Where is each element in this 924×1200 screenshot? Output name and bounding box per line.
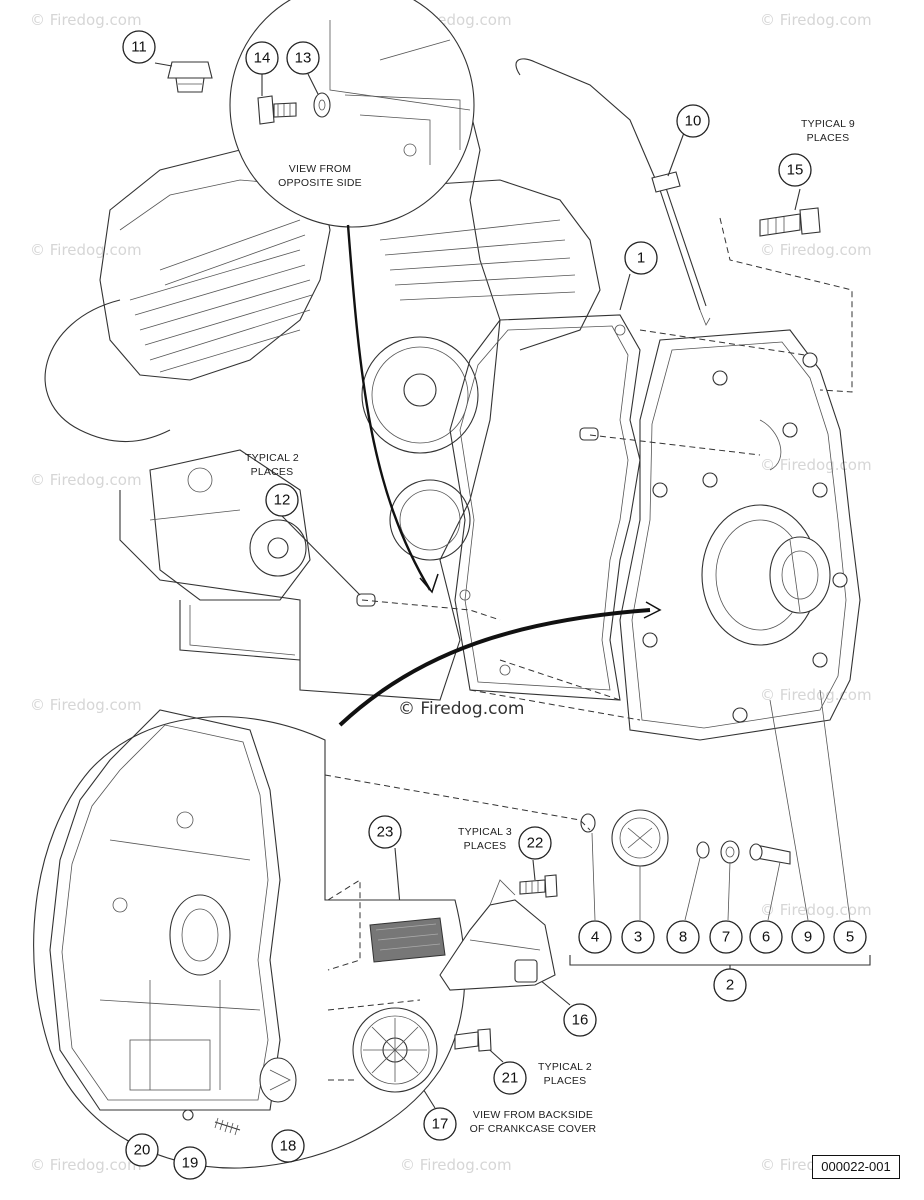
note-typical3-2: PLACES [464, 840, 507, 852]
callout-13-label: 13 [295, 50, 312, 67]
callout-18-label: 18 [280, 1138, 297, 1155]
dipstick [515, 58, 711, 326]
callout-16: 16 [563, 1003, 597, 1037]
check-ball [182, 1109, 194, 1121]
callout-15: 15 [778, 153, 812, 187]
callout-2: 2 [713, 968, 747, 1002]
callout-14-label: 14 [254, 50, 271, 67]
note-typical3-1: TYPICAL 3 [458, 826, 512, 838]
note-typical2-bottom-1: TYPICAL 2 [538, 1061, 592, 1073]
callout-10: 10 [676, 104, 710, 138]
callout-17-label: 17 [432, 1116, 449, 1133]
callout-12-label: 12 [274, 492, 291, 509]
callout-9: 9 [791, 920, 825, 954]
note-view-opposite-1: VIEW FROM [289, 163, 351, 175]
callout-4-label: 4 [591, 929, 599, 946]
callout-6: 6 [749, 920, 783, 954]
note-view-opposite-2: OPPOSITE SIDE [278, 177, 362, 189]
flange-bolt-15 [719, 207, 853, 393]
oil-pump-gear [328, 1007, 438, 1093]
engine-block [44, 109, 601, 701]
callout-23-label: 23 [377, 824, 394, 841]
callout-21-label: 21 [502, 1070, 519, 1087]
governor-assembly [324, 689, 871, 970]
callout-11-label: 11 [131, 39, 147, 56]
callout-5-label: 5 [846, 929, 854, 946]
callout-9-label: 9 [804, 929, 812, 946]
figure-id: 000022-001 [812, 1155, 900, 1179]
callout-1-label: 1 [637, 250, 645, 267]
callout-23: 23 [368, 815, 402, 849]
governor-cover [327, 879, 556, 1011]
pump-rotor [259, 1057, 297, 1103]
watermark: © Firedog.com [30, 241, 142, 259]
dowel-pins [356, 427, 599, 607]
note-typical2-top-1: TYPICAL 2 [245, 452, 299, 464]
watermark: © Firedog.com [400, 1156, 512, 1174]
callout-15-label: 15 [787, 162, 804, 179]
callout-3: 3 [621, 920, 655, 954]
callout-5: 5 [833, 920, 867, 954]
callout-14: 14 [245, 41, 279, 75]
callout-1: 1 [624, 241, 658, 275]
watermark: © Firedog.com [760, 11, 872, 29]
callout-21: 21 [493, 1061, 527, 1095]
callout-7-label: 7 [722, 929, 730, 946]
callout-22-label: 22 [527, 835, 544, 852]
note-typical2-bottom-2: PLACES [544, 1075, 587, 1087]
callout-7: 7 [709, 920, 743, 954]
oil-fill-cap [167, 61, 213, 93]
note-view-backside-2: OF CRANKCASE COVER [470, 1123, 597, 1135]
watermark: © Firedog.com [760, 241, 872, 259]
watermark: © Firedog.com [30, 696, 142, 714]
callout-17: 17 [423, 1107, 457, 1141]
watermark: © Firedog.com [30, 1156, 142, 1174]
callout-20-label: 20 [134, 1142, 151, 1159]
screw-21 [454, 1028, 492, 1052]
callout-8-label: 8 [679, 929, 687, 946]
note-typical2-top-2: PLACES [251, 466, 294, 478]
callout-11: 11 [122, 30, 156, 64]
callout-20: 20 [125, 1133, 159, 1167]
watermark-main: © Firedog.com [398, 699, 524, 719]
leader-lines [154, 62, 806, 1138]
watermark-layer: © Firedog.com © Firedog.com © Firedog.co… [30, 11, 872, 1174]
annotation-notes: VIEW FROM OPPOSITE SIDE TYPICAL 9 PLACES… [245, 118, 855, 1135]
watermark: © Firedog.com [30, 11, 142, 29]
note-view-backside-1: VIEW FROM BACKSIDE [473, 1109, 593, 1121]
callout-6-label: 6 [762, 929, 770, 946]
watermark: © Firedog.com [760, 901, 872, 919]
detail-circle-opposite-side [229, 0, 475, 228]
relief-spring [214, 1117, 241, 1136]
callout-3-label: 3 [634, 929, 642, 946]
callout-19-label: 19 [182, 1155, 199, 1172]
callout-8: 8 [666, 920, 700, 954]
callout-22: 22 [518, 826, 552, 860]
note-typical9-1: TYPICAL 9 [801, 118, 855, 130]
watermark: © Firedog.com [30, 471, 142, 489]
callout-2-label: 2 [726, 977, 734, 994]
callout-18: 18 [271, 1129, 305, 1163]
callout-16-label: 16 [572, 1012, 589, 1029]
callout-4: 4 [578, 920, 612, 954]
screw-22 [519, 874, 558, 898]
callout-13: 13 [286, 41, 320, 75]
gasket [449, 314, 641, 701]
warning-label [327, 879, 446, 971]
callout-19: 19 [173, 1146, 207, 1180]
callout-12: 12 [265, 483, 299, 517]
callout-10-label: 10 [685, 113, 702, 130]
watermark: © Firedog.com [760, 686, 872, 704]
note-typical9-2: PLACES [807, 132, 850, 144]
crankcase-cover [619, 329, 861, 741]
